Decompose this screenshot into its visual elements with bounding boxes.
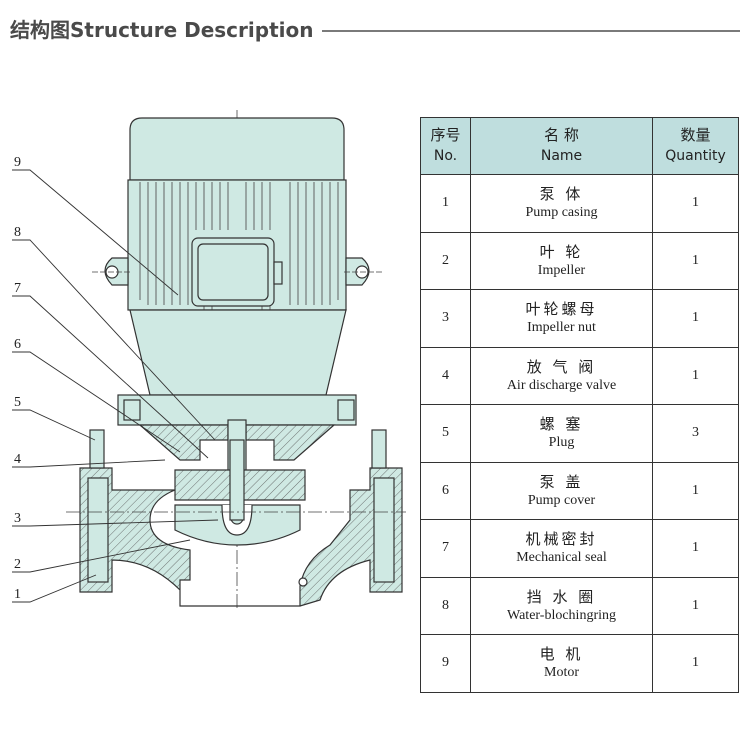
cell-no: 1 (420, 174, 471, 233)
callout-6: 6 (14, 337, 21, 352)
callout-9: 9 (14, 155, 21, 170)
cell-no: 5 (420, 404, 471, 463)
callout-leaders (12, 169, 219, 603)
title-rule (322, 30, 740, 32)
cell-no: 6 (420, 461, 471, 520)
motor-bracket (117, 394, 357, 483)
callout-1: 1 (14, 587, 21, 602)
callout-5: 5 (14, 395, 21, 410)
cell-no: 9 (420, 634, 471, 693)
cell-qty: 1 (652, 346, 739, 405)
callout-8: 8 (14, 225, 21, 240)
cell-no: 2 (420, 231, 471, 290)
cell-qty: 1 (652, 634, 739, 693)
callout-7: 7 (14, 281, 21, 296)
callout-3: 3 (14, 511, 21, 526)
page-title: 结构图Structure Description (10, 18, 314, 42)
cell-qty: 1 (652, 576, 739, 635)
cell-qty: 3 (652, 404, 739, 463)
motor (92, 117, 382, 396)
cell-qty: 1 (652, 289, 739, 348)
cell-no: 8 (420, 576, 471, 635)
cell-no: 3 (420, 289, 471, 348)
callout-numbers: 9 8 7 6 5 4 3 2 1 (14, 155, 21, 602)
cell-no: 7 (420, 519, 471, 578)
callout-4: 4 (14, 452, 21, 467)
cell-qty: 1 (652, 461, 739, 520)
cell-qty: 1 (652, 519, 739, 578)
callout-2: 2 (14, 557, 21, 572)
cell-no: 4 (420, 346, 471, 405)
pump-casing (79, 429, 403, 607)
cell-qty: 1 (652, 231, 739, 290)
cell-qty: 1 (652, 174, 739, 233)
pump-structure-diagram: 9 8 7 6 5 4 3 2 1 (12, 110, 406, 610)
